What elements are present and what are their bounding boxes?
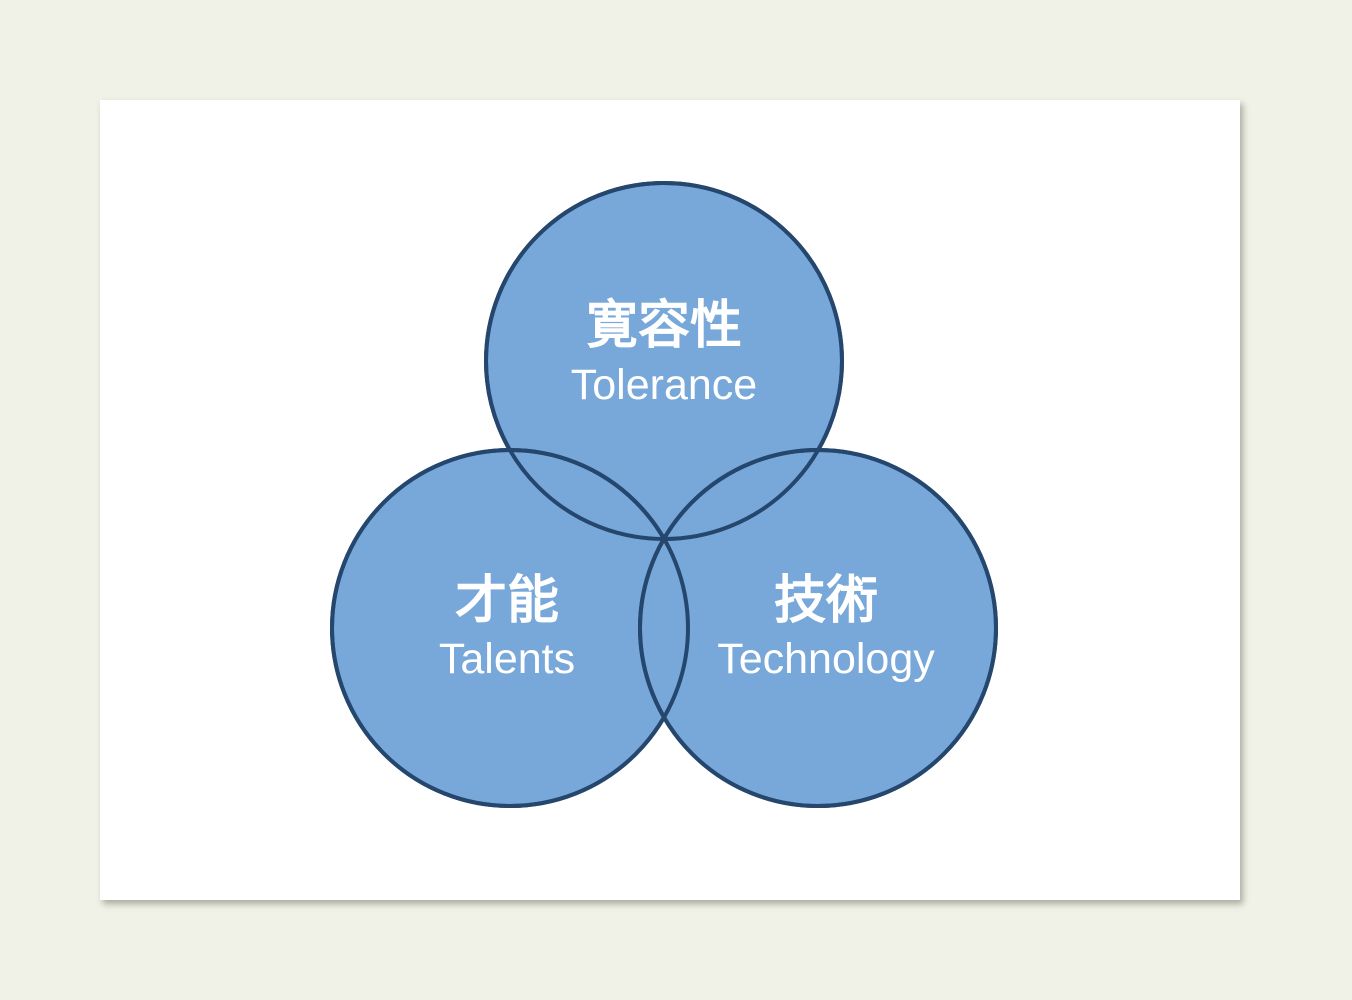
tolerance-label-en: Tolerance [571, 361, 757, 409]
talents-label-jp: 才能 [455, 571, 559, 631]
talents-label-en: Talents [439, 635, 575, 683]
technology-label-jp: 技術 [774, 571, 878, 631]
tolerance-label-jp: 寛容性 [586, 296, 742, 356]
technology-circle-outline [638, 448, 998, 808]
technology-label-en: Technology [717, 635, 935, 683]
talents-circle-outline [330, 448, 690, 808]
